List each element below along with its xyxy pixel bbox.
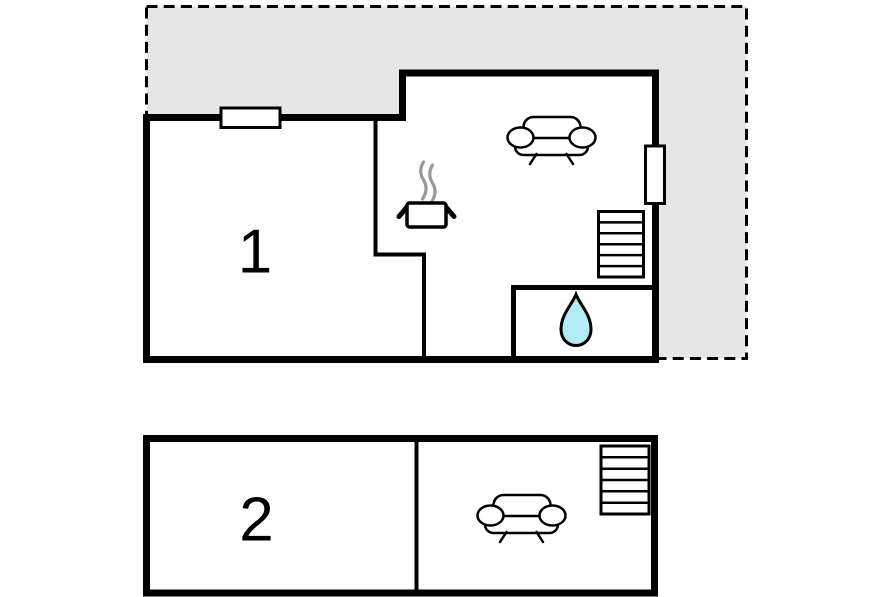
room-2-label: 2 xyxy=(239,486,273,555)
window-icon-top xyxy=(219,106,282,129)
steam-icon xyxy=(428,163,437,204)
stove-pot-icon xyxy=(396,160,457,229)
sofa-icon xyxy=(506,115,597,166)
stairs-icon xyxy=(599,444,651,516)
sofa-icon xyxy=(476,493,567,544)
room-1-label: 1 xyxy=(238,218,272,287)
steam-icon xyxy=(419,160,428,201)
water-drop-icon xyxy=(559,290,593,348)
floor-2-walls xyxy=(143,435,658,597)
stairs-icon xyxy=(597,210,645,279)
kitchen-partition-wall xyxy=(373,120,426,356)
bathroom-walls xyxy=(511,285,652,356)
floor-1: 1 xyxy=(143,5,748,363)
floor-2: 2 xyxy=(143,435,658,597)
window-icon-right xyxy=(644,144,666,205)
